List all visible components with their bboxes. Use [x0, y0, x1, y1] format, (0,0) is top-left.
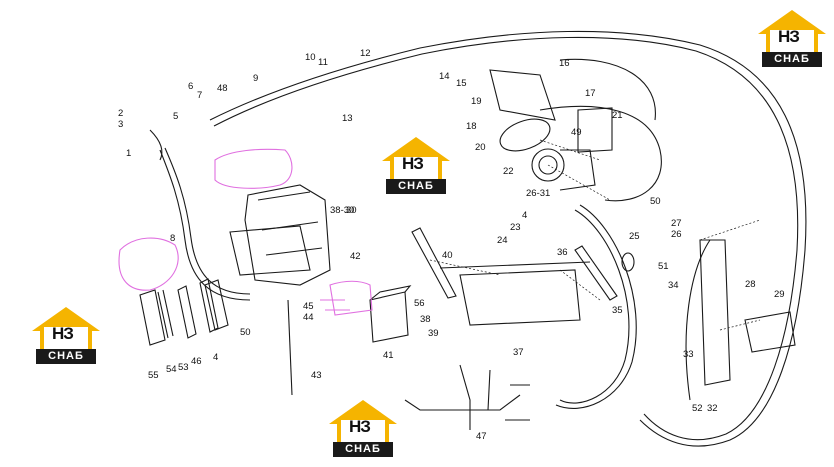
- callout-55: 55: [148, 370, 159, 381]
- callout-4b: 4: [522, 210, 527, 221]
- brand-logo-center: НЗ СНАБ: [380, 135, 452, 197]
- callout-12: 12: [360, 48, 371, 59]
- house-logo-icon: [382, 137, 450, 181]
- callout-45: 45: [303, 301, 314, 312]
- callout-16: 16: [559, 58, 570, 69]
- highlighted-ducts: [118, 148, 373, 316]
- callout-18: 18: [466, 121, 477, 132]
- callout-38: 38: [420, 314, 431, 325]
- callout-22: 22: [503, 166, 514, 177]
- callout-41: 41: [383, 350, 394, 361]
- brand-name-top: НЗ: [349, 417, 371, 436]
- callout-8: 8: [170, 233, 175, 244]
- hoses: [139, 30, 807, 447]
- house-logo-icon: [32, 307, 100, 351]
- callout-17: 17: [585, 88, 596, 99]
- callout-33: 33: [683, 349, 694, 360]
- brand-name-top: НЗ: [402, 154, 424, 173]
- callout-13: 13: [342, 113, 353, 124]
- callout-23: 23: [510, 222, 521, 233]
- brand-name-top: НЗ: [778, 27, 800, 46]
- callout-52: 52: [692, 403, 703, 414]
- callout-56: 56: [414, 298, 425, 309]
- callout-9: 9: [253, 73, 258, 84]
- leader-lines: [429, 139, 761, 331]
- callout-43: 43: [311, 370, 322, 381]
- callout-39: 39: [428, 328, 439, 339]
- callout-3: 3: [118, 119, 123, 130]
- callout-24: 24: [497, 235, 508, 246]
- callout-25: 25: [629, 231, 640, 242]
- callout-2: 2: [118, 108, 123, 119]
- callout-15: 15: [456, 78, 467, 89]
- callout-36: 36: [557, 247, 568, 258]
- callout-42: 42: [350, 251, 361, 262]
- callout-54: 54: [166, 364, 177, 375]
- callout-1: 1: [126, 148, 131, 159]
- brand-logo-top-right: НЗ СНАБ: [756, 8, 828, 70]
- callout-50b: 50: [650, 196, 661, 207]
- callout-4: 4: [213, 352, 218, 363]
- callout-28: 28: [745, 279, 756, 290]
- callout-44: 44: [303, 312, 314, 323]
- callout-38-30: 38-30: [330, 205, 354, 216]
- callout-30: 30: [346, 205, 357, 216]
- house-logo-icon: [329, 400, 397, 444]
- callout-7: 7: [197, 90, 202, 101]
- callout-27: 27: [671, 218, 682, 229]
- brand-logo-left: НЗ СНАБ: [30, 305, 102, 367]
- brand-name-bottom: СНАБ: [333, 442, 393, 457]
- callout-46: 46: [191, 356, 202, 367]
- callout-34: 34: [668, 280, 679, 291]
- callout-53: 53: [178, 362, 189, 373]
- callout-26-31: 26-31: [526, 188, 550, 199]
- callout-10: 10: [305, 52, 316, 63]
- callout-26: 26: [671, 229, 682, 240]
- callout-labels: 1 2 3 4 4 5 6 7 8 9 10 11 12 13 14 15 16…: [118, 48, 785, 442]
- callout-21: 21: [612, 110, 623, 121]
- callout-29: 29: [774, 289, 785, 300]
- callout-19: 19: [471, 96, 482, 107]
- callout-40: 40: [442, 250, 453, 261]
- callout-47: 47: [476, 431, 487, 442]
- callout-32: 32: [707, 403, 718, 414]
- callout-11: 11: [318, 57, 328, 68]
- brand-name-bottom: СНАБ: [36, 349, 96, 364]
- brand-logo-bottom: НЗ СНАБ: [327, 398, 399, 460]
- callout-50: 50: [240, 327, 251, 338]
- callout-49: 49: [571, 127, 582, 138]
- callout-35: 35: [612, 305, 623, 316]
- brand-name-bottom: СНАБ: [762, 52, 822, 67]
- brand-name-bottom: СНАБ: [386, 179, 446, 194]
- callout-48: 48: [217, 83, 228, 94]
- brand-name-top: НЗ: [52, 324, 74, 343]
- callout-51: 51: [658, 261, 669, 272]
- callout-6: 6: [188, 81, 193, 92]
- callout-37: 37: [513, 347, 524, 358]
- house-logo-icon: [758, 10, 826, 54]
- callout-14: 14: [439, 71, 450, 82]
- callout-5: 5: [173, 111, 178, 122]
- callout-20: 20: [475, 142, 486, 153]
